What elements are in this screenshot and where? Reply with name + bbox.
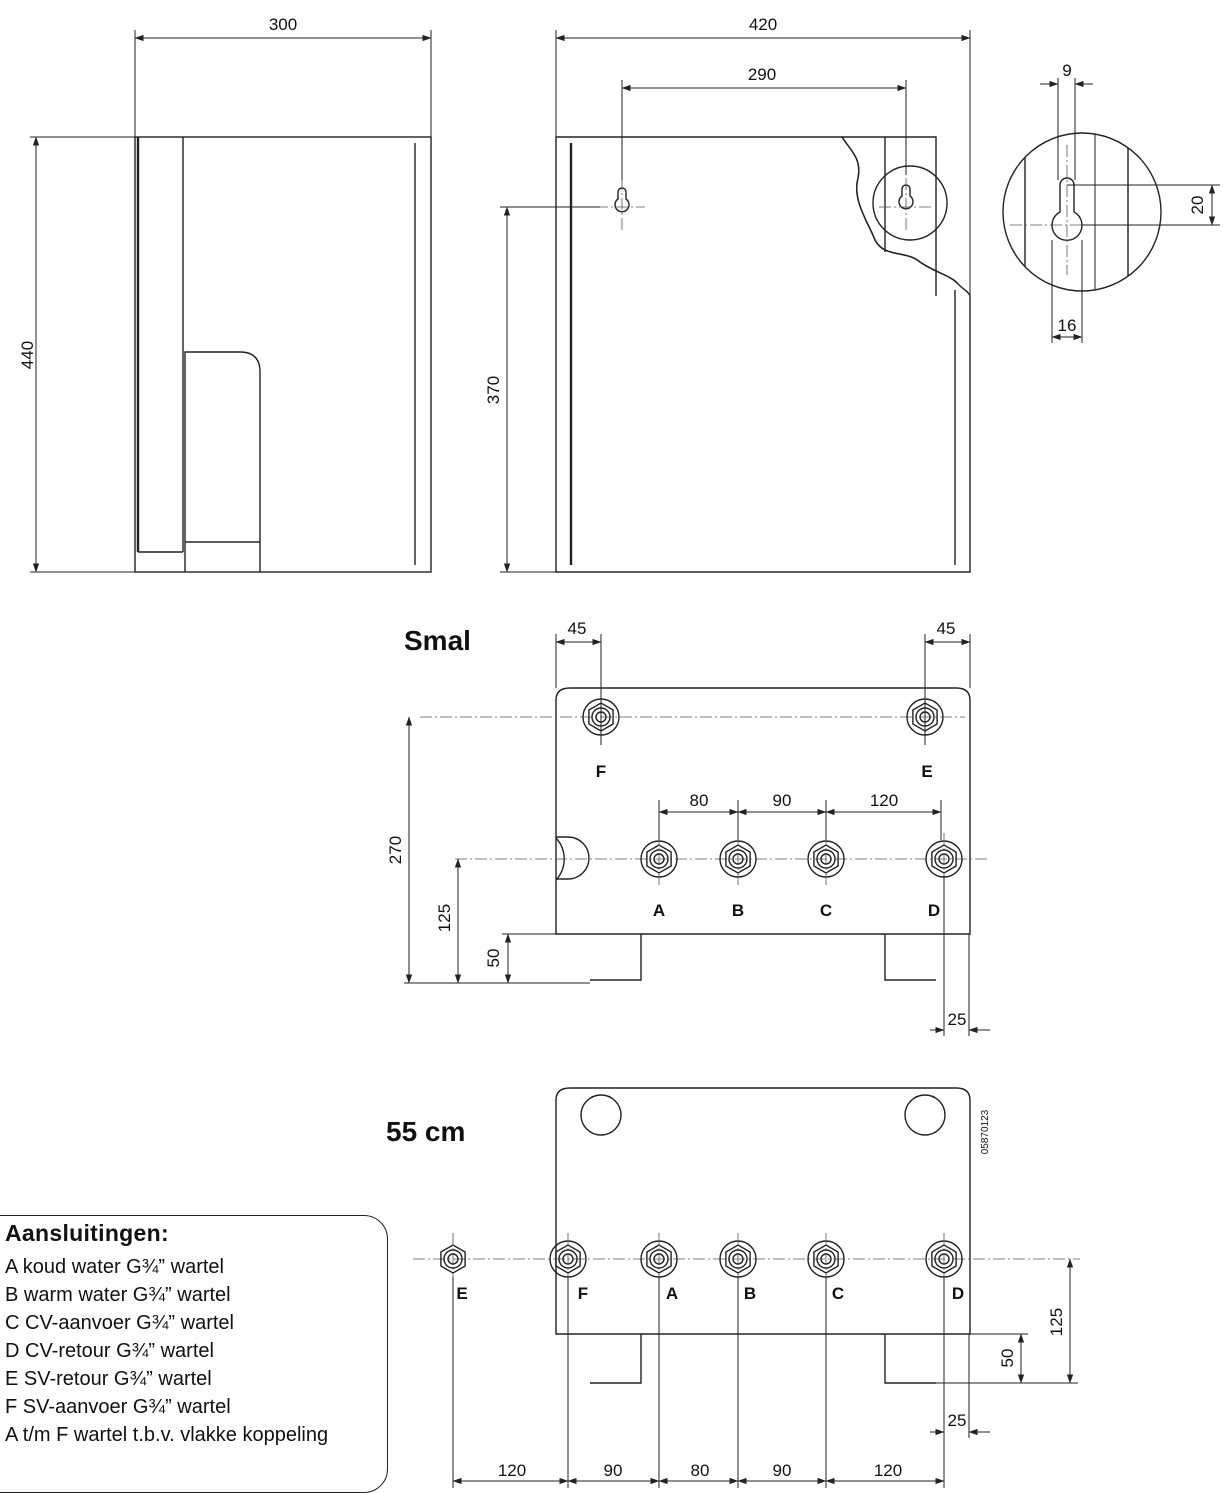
legend-item: C CV-aanvoer G¾” wartel (5, 1312, 234, 1334)
slot-length-label: 20 (1188, 196, 1207, 215)
hole-height-label: 370 (484, 376, 503, 404)
keyhole-right (872, 165, 948, 241)
drawing-code: 05870123 (980, 1109, 991, 1154)
slot-width-label: 9 (1062, 61, 1071, 80)
side-height-label: 440 (18, 341, 37, 369)
wide-spacing-cd-label: 120 (874, 1461, 902, 1480)
smal-spacing-ab-label: 80 (690, 791, 709, 810)
keyhole-left (596, 178, 645, 232)
legend-title: Aansluitingen: (5, 1220, 169, 1246)
smal-label-b: B (732, 901, 744, 920)
wide-label-e: E (456, 1284, 467, 1303)
smal-label-f: F (596, 762, 606, 781)
legend-item: A t/m F wartel t.b.v. vlakke koppeling (5, 1424, 329, 1446)
wide-height-row-label: 125 (1047, 1308, 1066, 1336)
wide-spacing-ab-label: 80 (691, 1461, 710, 1480)
wide-spacing-bc-label: 90 (773, 1461, 792, 1480)
wide-right-offset-label: 25 (948, 1411, 967, 1430)
smal-spacing-bc-label: 90 (773, 791, 792, 810)
smal-height-top-label: 270 (386, 836, 405, 864)
front-width-label: 420 (749, 15, 777, 34)
smal-label-a: A (653, 901, 665, 920)
legend-item: A koud water G¾” wartel (5, 1256, 224, 1278)
wide-label-b: B (744, 1284, 756, 1303)
connector-c (807, 1233, 845, 1285)
connector-b (719, 833, 757, 885)
smal-label-e: E (921, 762, 932, 781)
smal-height-row-label: 125 (435, 904, 454, 932)
legend-item: F SV-aanvoer G¾” wartel (5, 1396, 231, 1418)
legend-item: B warm water G¾” wartel (5, 1284, 231, 1306)
legend-item: D CV-retour G¾” wartel (5, 1340, 214, 1362)
connector-d (925, 1233, 963, 1285)
connector-e (440, 1233, 466, 1285)
side-width-label: 300 (269, 15, 297, 34)
side-view: 300 440 (18, 15, 432, 573)
smal-right-offset-bottom-label: 25 (948, 1010, 967, 1029)
legend-list: A koud water G¾” wartel B warm water G¾”… (5, 1253, 387, 1449)
wide-spacing-fa-label: 90 (604, 1461, 623, 1480)
legend-item: E SV-retour G¾” wartel (5, 1368, 212, 1390)
smal-spacing-cd-label: 120 (870, 791, 898, 810)
wide-label-c: C (832, 1284, 844, 1303)
head-diameter-label: 16 (1058, 316, 1077, 335)
connector-a (640, 1233, 678, 1285)
smal-height-foot-label: 50 (484, 949, 503, 968)
smal-label-d: D (928, 901, 940, 920)
smal-label-c: C (820, 901, 832, 920)
smal-title: Smal (404, 625, 471, 656)
wide-bottom-view: 55 cm 05870123 E F A B C D 120 90 80 90 … (386, 1087, 1080, 1488)
connector-d (925, 833, 963, 885)
hole-spacing-label: 290 (748, 65, 776, 84)
wide-connectors (440, 1233, 963, 1285)
smal-left-offset-label: 45 (568, 619, 587, 638)
front-view: 420 290 370 (484, 15, 971, 573)
wide-label-d: D (952, 1284, 964, 1303)
wide-height-foot-label: 50 (998, 1349, 1017, 1368)
connector-c (807, 833, 845, 885)
wide-spacing-ef-label: 120 (498, 1461, 526, 1480)
smal-right-offset-label: 45 (937, 619, 956, 638)
wide-title: 55 cm (386, 1116, 465, 1147)
smal-bottom-view: Smal F E A B C D 45 45 80 (386, 619, 990, 1036)
wide-label-a: A (666, 1284, 678, 1303)
smal-connectors (582, 691, 963, 885)
keyhole-detail: 9 20 16 (1002, 61, 1220, 343)
wide-label-f: F (578, 1284, 588, 1303)
connections-legend: Aansluitingen: A koud water G¾” wartel B… (0, 1215, 388, 1493)
connector-a (640, 833, 678, 885)
